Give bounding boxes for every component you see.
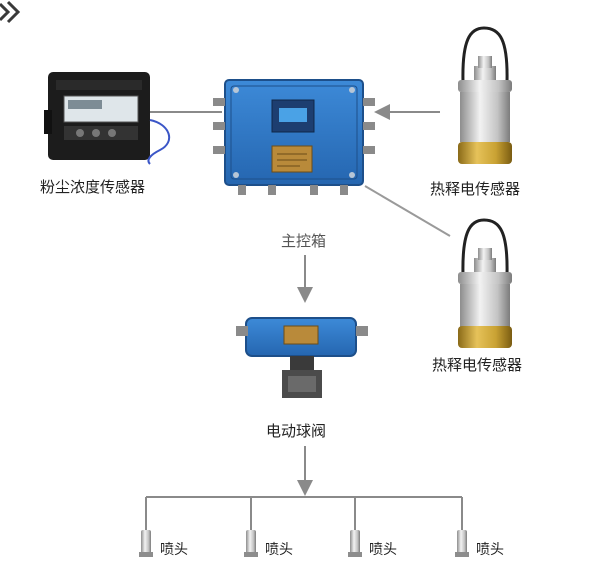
nozzle-pipe-bracket <box>145 496 463 530</box>
main-box-label: 主控箱 <box>281 232 327 250</box>
corner-chevron-icon <box>0 0 21 24</box>
nozzle-icon <box>244 530 258 557</box>
nozzle-4-label: 喷头 <box>476 542 504 558</box>
box-to-heat2-line <box>364 185 451 237</box>
ball-valve-device <box>236 317 368 398</box>
nozzle-3-label: 喷头 <box>369 542 397 558</box>
heat-sensor-device-2 <box>458 218 512 348</box>
dust-sensor-device <box>44 72 171 165</box>
dust-sensor-label: 粉尘浓度传感器 <box>40 178 146 196</box>
main-control-box <box>213 79 375 195</box>
nozzle-icon <box>348 530 362 557</box>
nozzle-1-label: 喷头 <box>160 542 188 558</box>
nozzle-icon <box>455 530 469 557</box>
heat-sensor-device-1 <box>458 26 512 164</box>
heat-sensor-1-label: 热释电传感器 <box>430 180 521 198</box>
nozzle-icon <box>139 530 153 557</box>
ball-valve-label: 电动球阀 <box>266 422 327 440</box>
heat-sensor-2-label: 热释电传感器 <box>432 356 523 374</box>
nozzle-2-label: 喷头 <box>265 542 293 558</box>
